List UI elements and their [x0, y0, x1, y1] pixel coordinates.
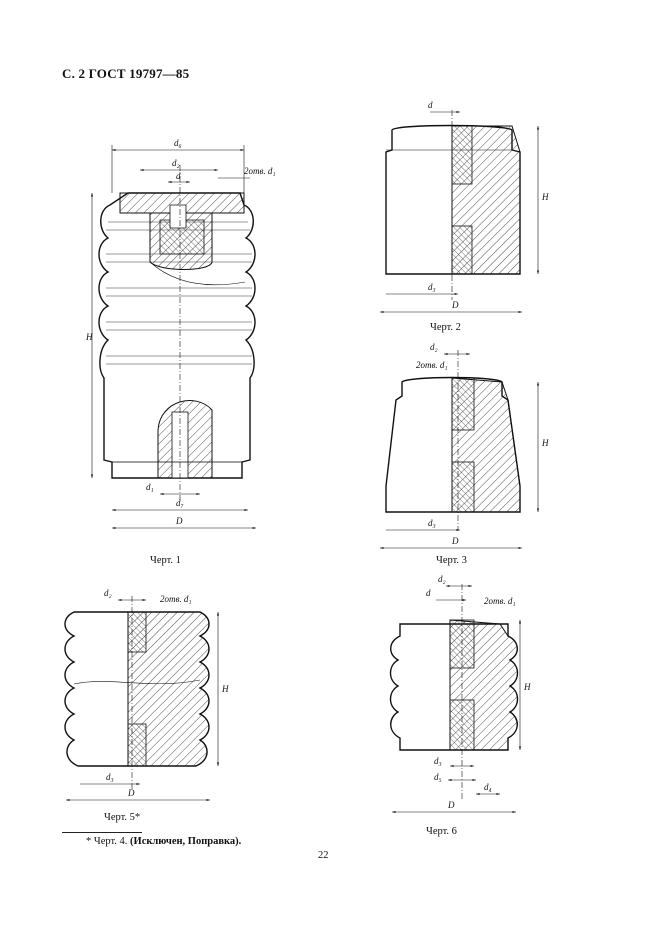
dimension-labels: d₆ d₂ d 2отв. d₁ H d₁ d₇ D d H d₃ D d₂ 2… [85, 100, 549, 810]
fig2-label-H: H [541, 192, 549, 202]
fig1-label-holes: 2отв. d₁ [244, 166, 276, 176]
figure-1-caption: Черт. 1 [150, 555, 181, 566]
fig3-label-H: H [541, 438, 549, 448]
footnote-prefix: * Черт. 4. [86, 836, 131, 847]
fig2-label-d3: d₃ [428, 282, 436, 292]
fig3-label-d2: d₂ [430, 342, 438, 352]
fig6-label-d2: d₂ [438, 574, 446, 584]
fig1-label-D: D [175, 516, 183, 526]
fig5-label-D: D [127, 788, 135, 798]
figure-3-drawing [380, 350, 540, 550]
fig5-label-H: H [221, 684, 229, 694]
fig5-label-d2: d₂ [104, 588, 112, 598]
fig6-label-d4: d₄ [484, 782, 492, 792]
fig1-label-H: H [85, 332, 93, 342]
fig2-label-D: D [451, 300, 459, 310]
figure-3-caption: Черт. 3 [436, 555, 467, 566]
fig6-label-d5: d₅ [434, 772, 442, 782]
footnote: * Черт. 4. (Исключен, Поправка). [86, 836, 241, 847]
fig1-label-d2: d₂ [172, 158, 180, 168]
figure-5-drawing [64, 596, 220, 802]
figure-6-drawing [389, 584, 522, 814]
figure-2-caption: Черт. 2 [430, 322, 461, 333]
figure-2-drawing [380, 110, 540, 314]
fig1-label-d6: d₆ [174, 138, 182, 148]
fig6-label-holes: 2отв. d₁ [484, 596, 516, 606]
page-number: 22 [318, 850, 329, 861]
fig5-label-holes: 2отв. d₁ [160, 594, 192, 604]
fig6-label-D: D [447, 800, 455, 810]
fig6-label-d3: d₃ [434, 756, 442, 766]
figure-5-caption: Черт. 5* [104, 812, 141, 823]
figure-1-drawing [90, 145, 256, 530]
footnote-note: (Исключен, Поправка). [130, 836, 242, 847]
fig1-label-d1: d₁ [146, 482, 154, 492]
fig3-label-d3: d₃ [428, 518, 436, 528]
fig6-label-d: d [426, 588, 431, 598]
fig3-label-holes: 2отв. d₁ [416, 360, 448, 370]
footnote-divider [62, 832, 142, 833]
fig2-label-d: d [428, 100, 433, 110]
fig5-label-d3: d₃ [106, 772, 114, 782]
page-header: С. 2 ГОСТ 19797—85 [62, 66, 190, 81]
figure-6-caption: Черт. 6 [426, 826, 457, 837]
fig6-label-H: H [523, 682, 531, 692]
fig1-label-d7: d₇ [176, 498, 184, 508]
fig1-label-d: d [176, 171, 181, 181]
fig3-label-D: D [451, 536, 459, 546]
